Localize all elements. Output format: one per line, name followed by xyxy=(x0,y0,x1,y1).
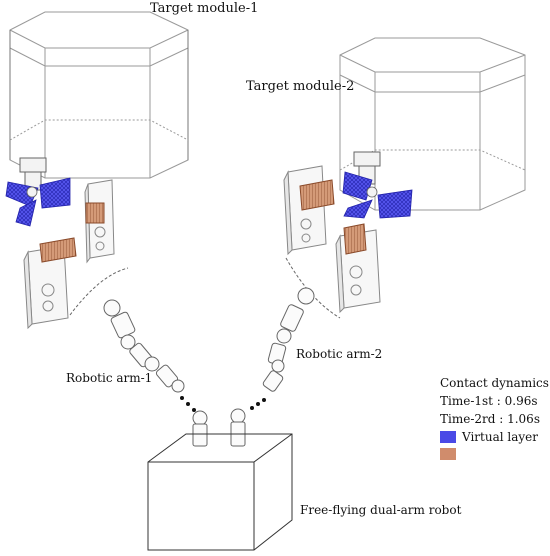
legend-item-virtual-layer: Virtual layer xyxy=(440,430,549,444)
robot-base-joints xyxy=(192,408,246,447)
robot-base xyxy=(147,433,293,551)
robotic-arm-2 xyxy=(262,287,315,392)
label-robotic-arm-1: Robotic arm-1 xyxy=(66,371,153,385)
label-target-module-1: Target module-1 xyxy=(150,1,259,16)
legend-time-1: Time-1st : 0.96s xyxy=(440,394,538,408)
label-robot: Free-flying dual-arm robot xyxy=(300,503,462,517)
legend: Contact dynamics Time-1st : 0.96s Time-2… xyxy=(440,376,549,464)
label-target-module-2: Target module-2 xyxy=(246,79,355,94)
docking-adapter-1 xyxy=(19,157,47,191)
legend-title: Contact dynamics xyxy=(440,376,549,390)
end-effector-left-b xyxy=(23,237,77,330)
end-effector-right-b xyxy=(335,223,381,314)
virtual-layer-2 xyxy=(342,171,413,219)
legend-label-virtual-layer: Virtual layer xyxy=(462,430,538,444)
legend-swatch-blue xyxy=(440,431,456,443)
label-robotic-arm-2: Robotic arm-2 xyxy=(296,347,383,361)
legend-item-contact xyxy=(440,448,549,460)
target-module-1 xyxy=(9,11,189,179)
legend-swatch-brown xyxy=(440,448,456,460)
motion-arc-left xyxy=(69,267,129,316)
arm-2-dots xyxy=(250,398,266,410)
arm-1-dots xyxy=(180,396,196,412)
end-effector-left-a xyxy=(84,179,115,264)
virtual-layer-1 xyxy=(5,177,71,227)
robotic-arm-1 xyxy=(103,299,185,393)
end-effector-right-a xyxy=(283,165,335,256)
legend-time-2: Time-2rd : 1.06s xyxy=(440,412,540,426)
